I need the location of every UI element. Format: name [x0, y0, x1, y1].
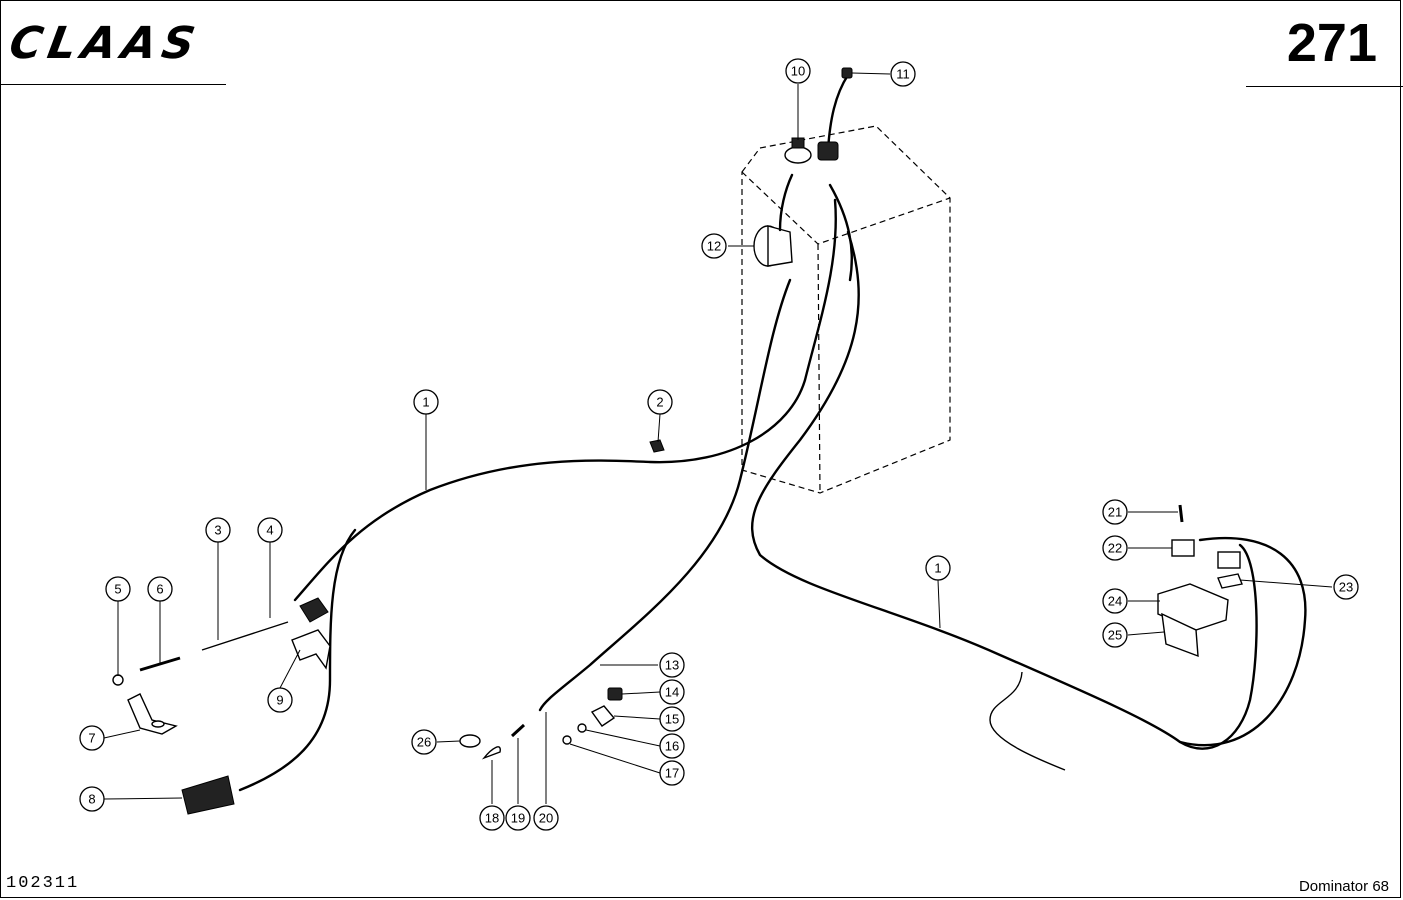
- svg-text:18: 18: [485, 811, 499, 826]
- svg-text:7: 7: [88, 731, 95, 746]
- svg-text:25: 25: [1108, 628, 1122, 643]
- callout-3: 3: [205, 517, 231, 543]
- callout-26: 26: [411, 729, 437, 755]
- callout-6: 6: [147, 576, 173, 602]
- component-5-nut: [112, 674, 124, 686]
- svg-text:24: 24: [1108, 594, 1122, 609]
- component-21-screw: [1178, 504, 1184, 523]
- model-name: Dominator 68: [1298, 878, 1389, 895]
- callout-12: 12: [701, 233, 727, 259]
- callout-25: 25: [1102, 622, 1128, 648]
- component-24-relay: [1157, 583, 1229, 631]
- leader-lines: [103, 72, 1333, 804]
- callout-20: 20: [533, 805, 559, 831]
- component-4-socket-housing: [299, 597, 329, 623]
- component-22-connector: [1171, 539, 1195, 557]
- svg-text:21: 21: [1108, 505, 1122, 520]
- component-7-bracket: [127, 693, 178, 735]
- svg-text:1: 1: [422, 395, 429, 410]
- svg-text:14: 14: [665, 685, 679, 700]
- svg-text:15: 15: [665, 712, 679, 727]
- component-16-washer: [577, 723, 587, 733]
- callout-7: 7: [79, 725, 105, 751]
- callout-17: 17: [659, 760, 685, 786]
- callout-24: 24: [1102, 588, 1128, 614]
- header-rule-left: [0, 84, 226, 85]
- svg-text:5: 5: [114, 582, 121, 597]
- callout-1-lower: 1: [925, 555, 951, 581]
- svg-text:8: 8: [88, 792, 95, 807]
- document-number: 102311: [6, 874, 80, 893]
- callout-8: 8: [79, 786, 105, 812]
- svg-text:22: 22: [1108, 541, 1122, 556]
- component-2-clip: [649, 439, 665, 453]
- svg-text:10: 10: [791, 64, 805, 79]
- page-number: 271: [1286, 13, 1377, 73]
- callout-23: 23: [1333, 574, 1359, 600]
- callout-2: 2: [647, 389, 673, 415]
- svg-text:16: 16: [665, 739, 679, 754]
- component-25-relay-base: [1161, 612, 1199, 658]
- svg-text:12: 12: [707, 239, 721, 254]
- callout-14: 14: [659, 679, 685, 705]
- callout-22: 22: [1102, 535, 1128, 561]
- component-14-switch: [607, 687, 623, 701]
- callout-11: 11: [890, 61, 916, 87]
- component-3-rod: [201, 621, 289, 651]
- svg-text:6: 6: [156, 582, 163, 597]
- callout-13: 13: [659, 652, 685, 678]
- svg-text:11: 11: [896, 67, 910, 82]
- component-12-horn: [753, 173, 794, 267]
- component-10-grommet: [784, 137, 812, 164]
- component-15-plate: [590, 705, 616, 727]
- svg-text:2: 2: [656, 395, 663, 410]
- component-23-connector: [1217, 551, 1243, 589]
- svg-text:13: 13: [665, 658, 679, 673]
- component-11-cable-plug: [817, 67, 853, 161]
- component-19-pin: [510, 723, 526, 738]
- component-8-plug: [181, 775, 235, 815]
- svg-text:23: 23: [1339, 580, 1353, 595]
- svg-text:19: 19: [511, 811, 525, 826]
- component-18-clamp: [481, 746, 501, 760]
- svg-text:26: 26: [417, 735, 431, 750]
- svg-text:3: 3: [214, 523, 221, 538]
- main-harness: [238, 183, 1307, 792]
- svg-text:20: 20: [539, 811, 553, 826]
- callout-4: 4: [257, 517, 283, 543]
- callout-16: 16: [659, 733, 685, 759]
- callout-19: 19: [505, 805, 531, 831]
- svg-text:1: 1: [934, 561, 941, 576]
- component-17-nut: [562, 735, 572, 745]
- component-9-bracket: [291, 629, 331, 670]
- svg-text:9: 9: [276, 693, 283, 708]
- svg-text:4: 4: [266, 523, 273, 538]
- callout-1-upper: 1: [413, 389, 439, 415]
- callout-21: 21: [1102, 499, 1128, 525]
- callout-10: 10: [785, 58, 811, 84]
- battery-box-outline: [741, 125, 951, 494]
- callout-9: 9: [267, 687, 293, 713]
- header-rule-right: [1246, 86, 1403, 87]
- callout-5: 5: [105, 576, 131, 602]
- callout-18: 18: [479, 805, 505, 831]
- svg-text:17: 17: [665, 766, 679, 781]
- callout-15: 15: [659, 706, 685, 732]
- component-26-grommet: [459, 734, 481, 748]
